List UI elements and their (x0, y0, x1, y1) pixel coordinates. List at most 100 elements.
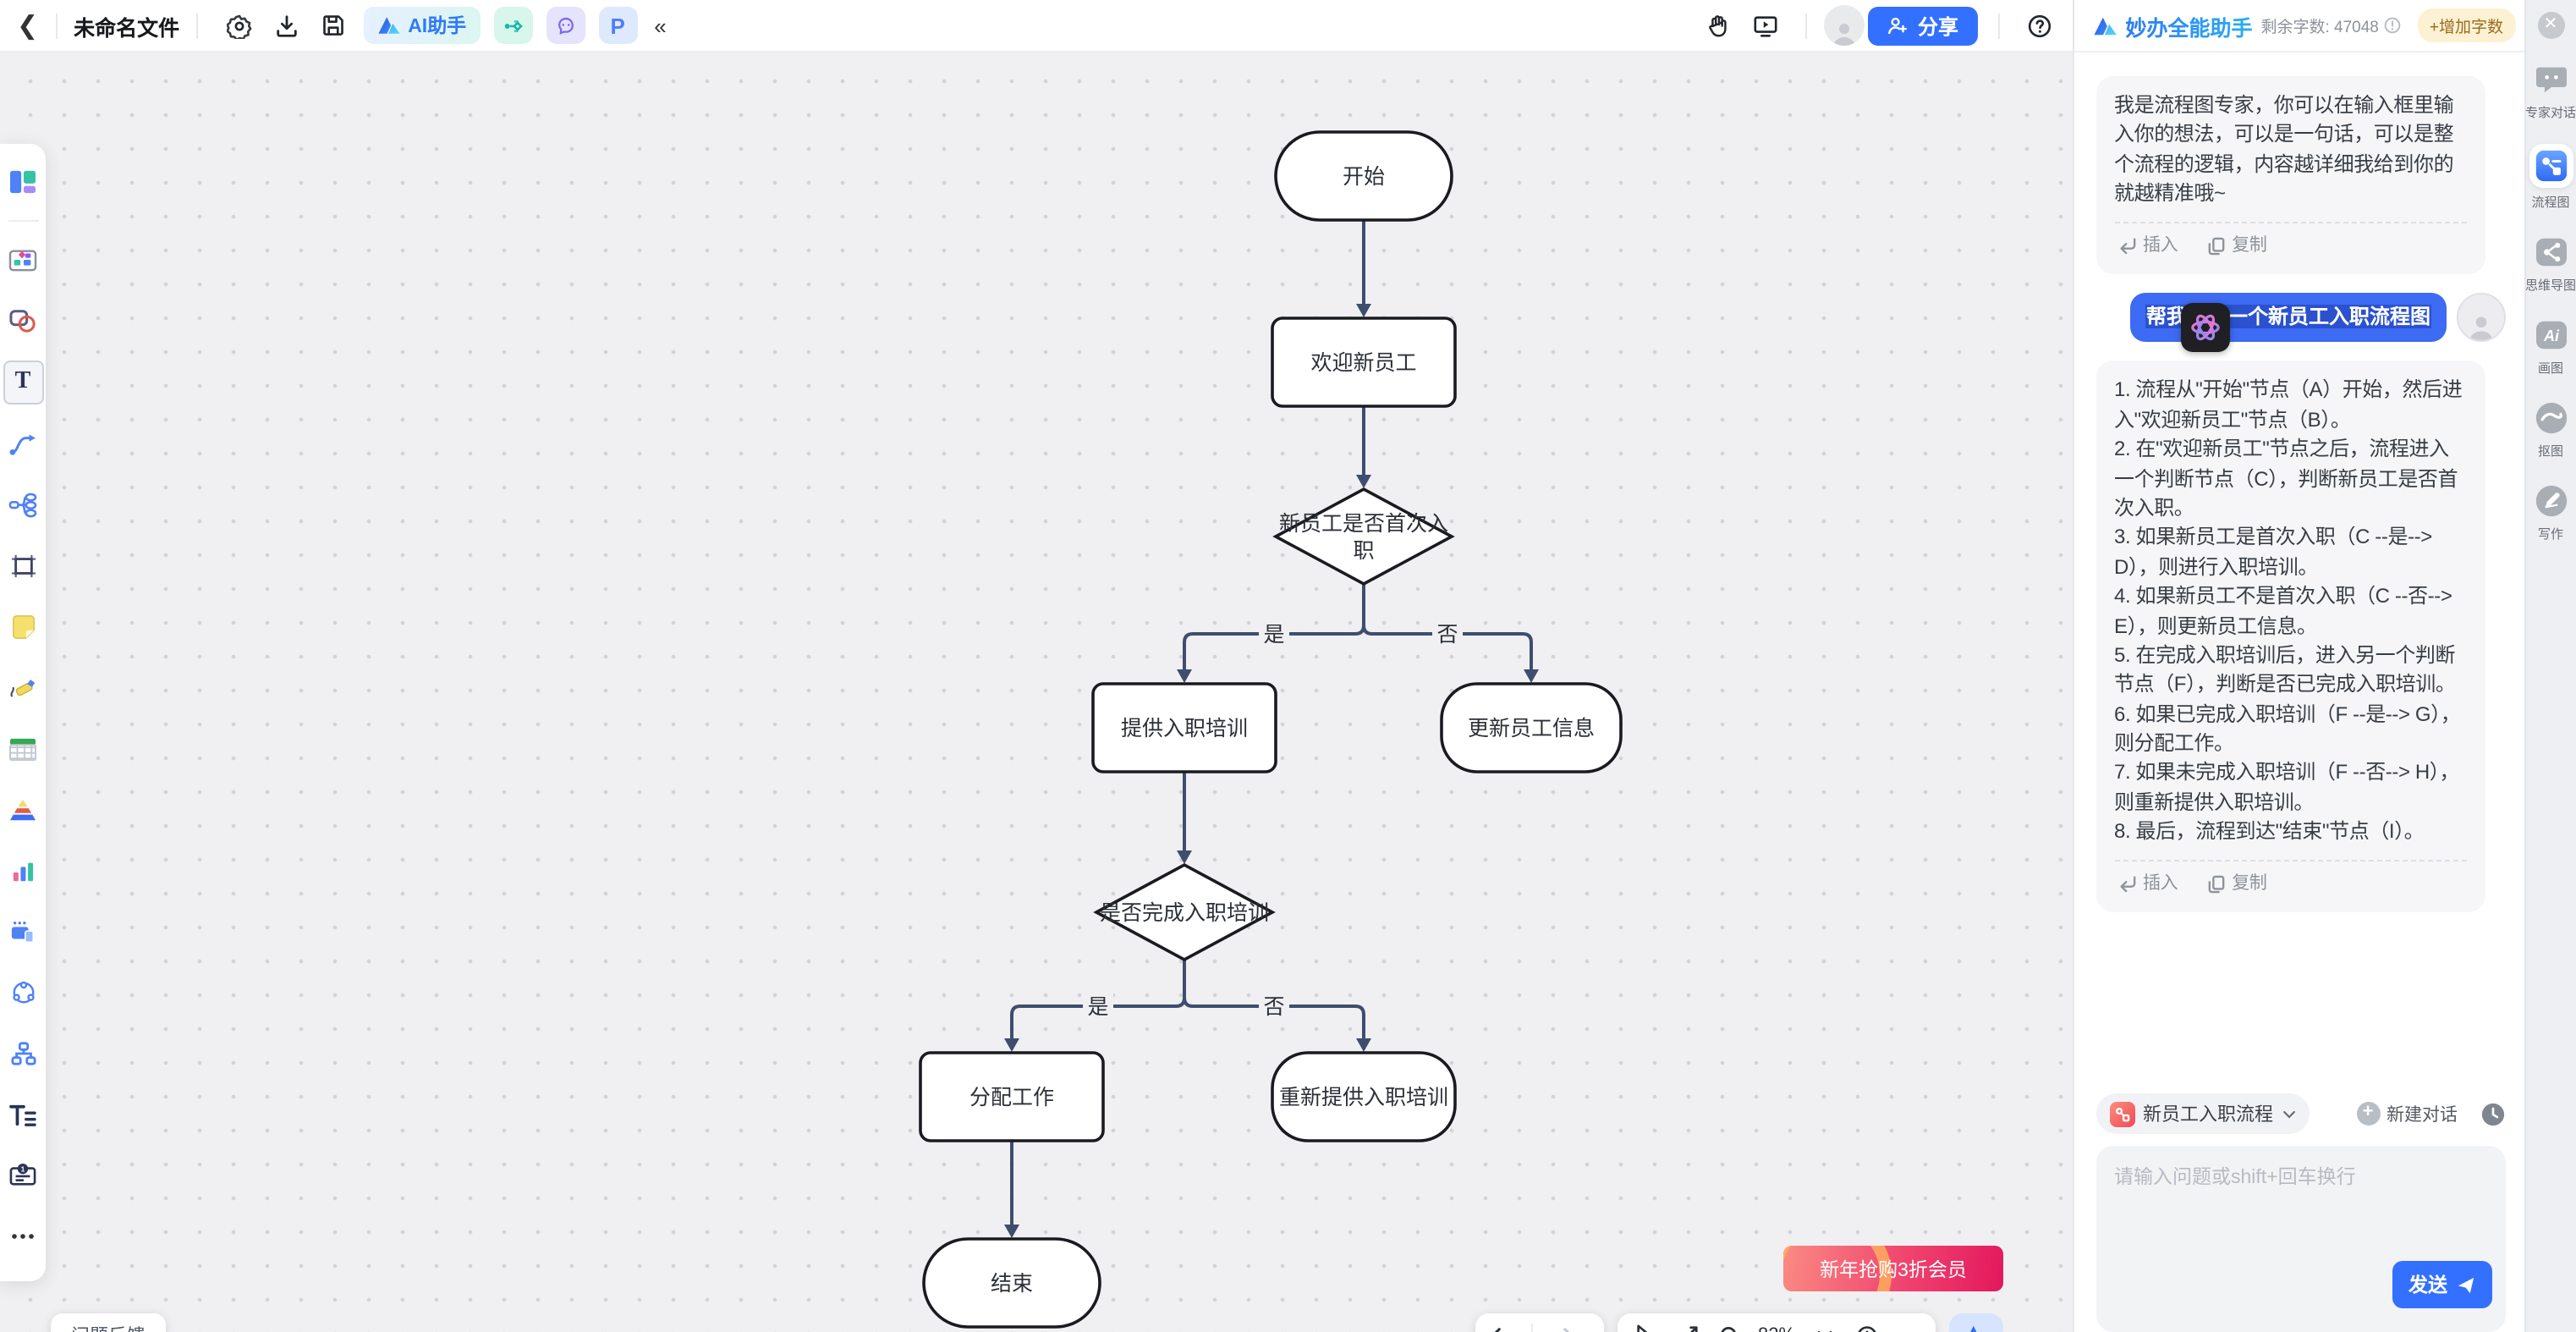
nav-draw[interactable]: Ai 画图 (2532, 316, 2569, 377)
flow-node-label-C: 新员工是否首次入职 (1279, 512, 1448, 563)
divider (8, 220, 38, 222)
flow-node-label-H: 重新提供入职培训 (1279, 1086, 1448, 1109)
user-message-row: 帮我生成一个新员工入职流程图 (2095, 292, 2505, 343)
flow-node-A[interactable] (1274, 130, 1453, 222)
feedback-button[interactable]: 问题反馈 (51, 1313, 166, 1332)
flow-node-G[interactable] (919, 1051, 1105, 1142)
conversation-selector[interactable]: 新员工入职流程 (2095, 1093, 2309, 1134)
pyramid-icon[interactable] (3, 784, 43, 836)
pen-icon[interactable] (3, 662, 43, 714)
info-icon[interactable] (1853, 1322, 1880, 1332)
brainstorm-tool-icon[interactable] (546, 7, 585, 44)
pointer-icon[interactable] (1631, 1322, 1658, 1332)
nav-flowchart[interactable]: 流程图 (2529, 144, 2573, 212)
flow-node-label-D: 提供入职培训 (1121, 717, 1248, 740)
flow-node-C[interactable] (1272, 487, 1455, 586)
add-words-button[interactable]: +增加字数 (2417, 8, 2515, 42)
right-nav-strip: ✕ 专家对话 流程图 思维导图 Ai 画图 (2524, 0, 2576, 1332)
table-icon[interactable] (3, 723, 43, 775)
back-icon[interactable]: ❮ (17, 11, 39, 40)
connector-tool-icon[interactable] (3, 418, 43, 471)
text-tool-icon[interactable]: T (3, 361, 43, 405)
user-avatar[interactable] (1824, 5, 1865, 46)
step-line: 3. 如果新员工是首次入职（C --是--> D），则进行入职培训。 (2114, 525, 2432, 579)
promo-banner[interactable]: 新年抢购3折会员 (1783, 1246, 2003, 1291)
help-icon[interactable] (2021, 7, 2058, 44)
zoom-level[interactable]: 82% (1758, 1325, 1795, 1332)
flow-node-B[interactable] (1271, 316, 1457, 408)
shape-library-icon[interactable] (3, 234, 43, 286)
file-title[interactable]: 未命名文件 (74, 16, 180, 40)
warning-icon[interactable] (2384, 17, 2401, 34)
copy-button[interactable]: 复制 (2208, 871, 2267, 896)
save-icon[interactable] (315, 7, 352, 44)
bar-chart-icon[interactable] (3, 845, 43, 897)
mind-map-icon[interactable] (3, 479, 43, 531)
nav-expert-chat[interactable]: 专家对话 (2525, 61, 2576, 122)
message-actions: 插入 复制 (2114, 859, 2466, 900)
hand-tool-icon[interactable] (1700, 7, 1737, 44)
conversation-name: 新员工入职流程 (2143, 1105, 2273, 1126)
nav-writing[interactable]: 写作 (2532, 482, 2569, 543)
send-plane-icon (2457, 1276, 2474, 1293)
flow-node-label-B: 欢迎新员工 (1310, 351, 1416, 375)
collapse-toolbar-icon[interactable]: « (654, 13, 667, 38)
copy-icon (2208, 237, 2225, 255)
nav-cutout[interactable]: 抠图 (2532, 399, 2569, 460)
templates-icon[interactable] (3, 156, 43, 208)
flowchart-tool-icon[interactable] (493, 7, 533, 44)
copy-button[interactable]: 复制 (2208, 233, 2267, 258)
share-button[interactable]: 分享 (1868, 6, 1977, 45)
ai-assistant-button[interactable]: AI助手 (364, 7, 481, 44)
chat-area: 我是流程图专家，你可以在输入框里输入你的想法，可以是一句话，可以是整个流程的逻辑… (2073, 52, 2527, 1085)
certificate-icon[interactable]: 1 (3, 1149, 43, 1202)
org-chart-icon[interactable] (3, 1027, 43, 1080)
assistant-dock-button[interactable] (1949, 1313, 2003, 1332)
step-line: 2. 在"欢迎新员工"节点之后，流程进入一个判断节点（C），判断新员工是否首次入… (2114, 437, 2458, 520)
flow-node-F[interactable] (1093, 862, 1276, 962)
zoom-dropdown-chevron-icon[interactable] (1810, 1322, 1837, 1332)
flow-node-I[interactable] (922, 1237, 1101, 1329)
settings-gear-icon[interactable] (220, 7, 257, 44)
close-panel-icon[interactable]: ✕ (2537, 12, 2564, 39)
diagram-canvas[interactable]: 是否是否开始欢迎新员工新员工是否首次入职提供入职培训更新员工信息是否完成入职培训… (0, 51, 2072, 1332)
new-chat-button[interactable]: + 新建对话 (2356, 1101, 2458, 1126)
insert-button[interactable]: 插入 (2117, 233, 2178, 258)
cutout-icon (2535, 402, 2567, 434)
undo-redo-toolbar (1475, 1313, 1604, 1332)
nav-mindmap[interactable]: 思维导图 (2525, 234, 2576, 294)
more-tools-icon[interactable] (3, 1210, 43, 1263)
community-icon[interactable] (3, 966, 43, 1019)
step-line: 1. 流程从"开始"节点（A）开始，然后进入"欢迎新员工"节点（B）。 (2114, 377, 2463, 432)
flow-node-label-I: 结束 (991, 1272, 1033, 1296)
frame-icon[interactable] (3, 540, 43, 592)
download-icon[interactable] (267, 7, 305, 44)
redo-icon[interactable] (1548, 1322, 1575, 1332)
share-label: 分享 (1917, 14, 1958, 38)
user-message: 帮我生成一个新员工入职流程图 (2130, 292, 2446, 343)
undo-icon[interactable] (1489, 1322, 1516, 1332)
history-clock-icon[interactable] (2480, 1101, 2505, 1126)
flow-node-H[interactable] (1271, 1051, 1457, 1142)
text-style-icon[interactable] (3, 1088, 43, 1141)
insert-button[interactable]: 插入 (2117, 871, 2178, 896)
step-line: 4. 如果新员工不是首次入职（C --否--> E），则更新员工信息。 (2114, 584, 2452, 637)
flow-arrowhead (1004, 1225, 1019, 1238)
step-line: 8. 最后，流程到达"结束"节点（I）。 (2114, 819, 2425, 844)
sticky-note-icon[interactable] (3, 601, 43, 653)
flow-node-E[interactable] (1440, 682, 1623, 773)
send-button[interactable]: 发送 (2392, 1261, 2491, 1308)
presentation-screens-icon[interactable] (3, 905, 43, 958)
fit-screen-icon[interactable] (1673, 1322, 1700, 1332)
chevron-down-icon (2282, 1109, 2294, 1118)
zoom-search-icon[interactable] (1716, 1322, 1743, 1332)
flow-node-label-F: 是否完成入职培训 (1100, 901, 1269, 925)
step-line: 7. 如果未完成入职培训（F --否--> H），则重新提供入职培训。 (2114, 760, 2459, 814)
plugin-p-icon[interactable]: P (598, 7, 638, 44)
presentation-icon[interactable] (1747, 7, 1784, 44)
user-avatar[interactable] (2456, 292, 2505, 342)
shapes-icon[interactable] (3, 294, 43, 347)
conversation-flowchart-icon (2109, 1101, 2134, 1126)
copy-icon (2208, 875, 2225, 893)
flow-node-D[interactable] (1091, 682, 1277, 773)
